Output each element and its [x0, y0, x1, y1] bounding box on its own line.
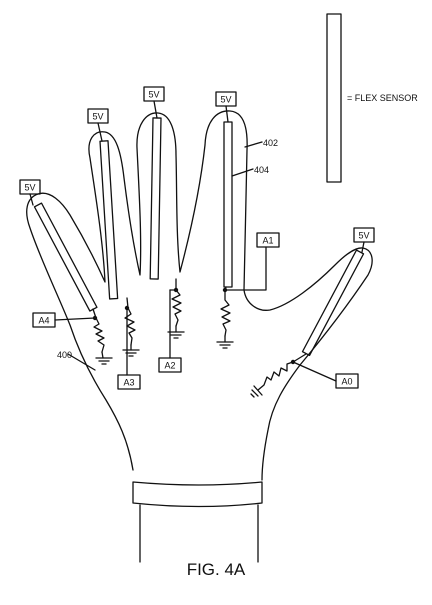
flex-sensor-pinky — [33, 202, 98, 312]
flex-sensor-thumb — [301, 249, 365, 357]
legend-sensor-symbol — [326, 13, 342, 183]
flex-sensor-index — [223, 121, 233, 288]
pin-label-a1: A1 — [262, 236, 273, 246]
voltage-label-ring: 5V — [92, 112, 103, 122]
flex-sensor-middle — [149, 117, 162, 280]
leader-5v-index — [225, 105, 229, 123]
pin-label-a3: A3 — [123, 378, 134, 388]
leader-5v-middle — [153, 100, 158, 119]
leader-402 — [244, 141, 263, 148]
wrist — [139, 504, 259, 563]
leader-404 — [231, 168, 254, 177]
voltage-label-pinky: 5V — [24, 183, 35, 193]
pin-label-a4: A4 — [38, 316, 49, 326]
figure-caption: FIG. 4A — [186, 560, 246, 579]
label-box-a3 — [117, 374, 141, 390]
voltage-label-thumb: 5V — [358, 231, 369, 241]
pin-label-a0: A0 — [341, 377, 352, 387]
circuit-thumb — [250, 353, 337, 398]
leader-5v-thumb — [361, 241, 365, 253]
legend-text: = FLEX SENSOR — [347, 93, 418, 103]
voltage-label-index: 5V — [220, 95, 231, 105]
circuit-middle — [167, 278, 185, 359]
flex-sensor-ring — [99, 140, 119, 300]
wrist-cuff — [132, 481, 263, 508]
glove-outline — [26, 110, 373, 481]
ref-numeral-402: 402 — [263, 138, 278, 148]
circuit-ring — [122, 297, 140, 376]
label-box-a1 — [256, 232, 280, 248]
junction-dots — [92, 287, 296, 365]
ref-numeral-404: 404 — [254, 165, 269, 175]
leader-400 — [67, 353, 96, 371]
ref-numeral-400: 400 — [57, 350, 72, 360]
circuit-index — [216, 246, 267, 349]
leader-5v-pinky — [29, 193, 34, 206]
leader-5v-ring — [97, 122, 103, 142]
voltage-label-middle: 5V — [148, 90, 159, 100]
pin-label-a2: A2 — [164, 361, 175, 371]
